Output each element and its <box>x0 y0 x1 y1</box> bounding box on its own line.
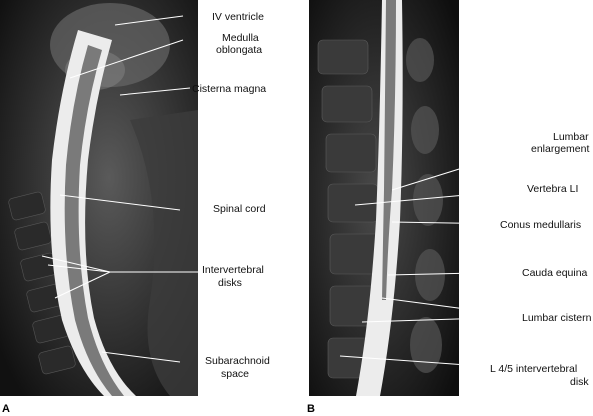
label-lumbar-line1: Lumbar <box>553 131 589 143</box>
label-conus-medullaris: Conus medullaris <box>500 219 581 231</box>
panel-b: Lumbar enlargement Vertebra LI Conus med… <box>307 0 592 415</box>
label-subarachnoid-line2: space <box>221 368 249 380</box>
vertebral-column-b <box>317 39 381 379</box>
label-spinal-cord: Spinal cord <box>213 203 266 215</box>
vertebral-column-a <box>8 191 76 375</box>
label-subarachnoid-line1: Subarachnoid <box>205 355 270 367</box>
label-l45-line1: L 4/5 intervertebral <box>490 363 577 375</box>
label-iv-ventricle: IV ventricle <box>212 11 264 23</box>
panel-label-b: B <box>307 403 315 415</box>
label-intervertebral-line1: Intervertebral <box>202 264 264 276</box>
panel-label-a: A <box>2 403 10 415</box>
panel-a: IV ventricle Medulla oblongata Cisterna … <box>0 0 270 415</box>
label-l45-line2: disk <box>570 376 589 388</box>
label-cauda-equina: Cauda equina <box>522 267 588 279</box>
label-lumbar-cistern: Lumbar cistern <box>522 312 592 324</box>
label-vertebra-l1: Vertebra LI <box>527 183 578 195</box>
spinal-cord-a <box>64 45 124 396</box>
panel-a-leaders <box>41 15 200 363</box>
label-medulla-line1: Medulla <box>222 32 259 44</box>
panel-b-leaders <box>339 149 539 371</box>
label-lumbar-line2: enlargement <box>531 143 589 155</box>
spinal-cord-b <box>382 0 396 300</box>
label-cisterna-magna: Cisterna magna <box>192 83 266 95</box>
label-medulla-line2: oblongata <box>216 44 262 56</box>
label-intervertebral-line2: disks <box>218 277 242 289</box>
